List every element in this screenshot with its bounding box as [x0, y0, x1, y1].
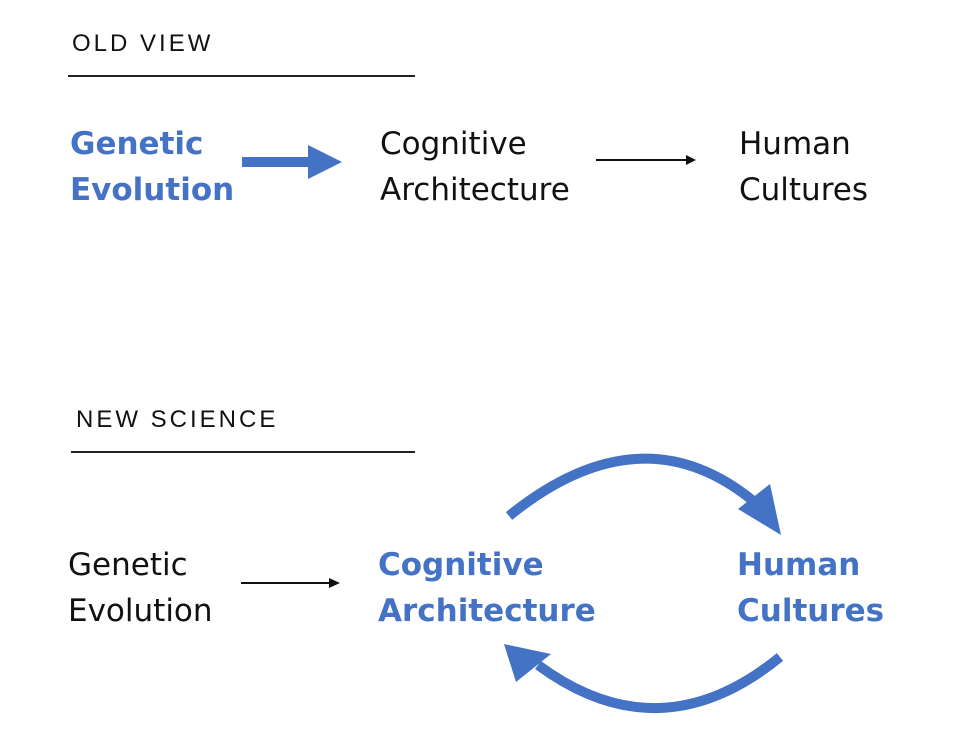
old-human-cultures-line-2: Cultures [739, 172, 868, 208]
old-genetic-evolution-line-1: Genetic [70, 126, 204, 162]
old-view-heading: OLD VIEW [72, 30, 214, 57]
new-human-cultures-line-1: Human [737, 547, 861, 583]
new-top-curved-arrow [505, 453, 781, 535]
old-thin-arrow [596, 155, 696, 165]
new-science-rule [71, 451, 415, 453]
new-human-cultures-line-2: Cultures [737, 593, 885, 629]
new-cognitive-architecture-line-1: Cognitive [378, 547, 544, 583]
new-science-heading: NEW SCIENCE [76, 406, 279, 433]
old-cognitive-architecture-line-1: Cognitive [380, 126, 527, 162]
old-genetic-evolution-line-2: Evolution [70, 172, 235, 208]
old-genetic-evolution-node: Genetic Evolution [70, 121, 234, 213]
old-cognitive-architecture-line-2: Architecture [380, 172, 570, 208]
old-thick-arrow [242, 145, 342, 179]
new-cognitive-architecture-line-2: Architecture [378, 593, 596, 629]
new-genetic-evolution-node: Genetic Evolution [68, 542, 213, 634]
new-bottom-curved-arrow [504, 644, 784, 714]
new-genetic-evolution-line-2: Evolution [68, 593, 213, 629]
old-cognitive-architecture-node: Cognitive Architecture [380, 121, 570, 213]
new-cognitive-architecture-node: Cognitive Architecture [378, 542, 596, 634]
new-thin-arrow [241, 578, 340, 588]
old-human-cultures-line-1: Human [739, 126, 851, 162]
new-human-cultures-node: Human Cultures [737, 542, 884, 634]
old-view-rule [68, 75, 415, 77]
old-human-cultures-node: Human Cultures [739, 121, 868, 213]
new-genetic-evolution-line-1: Genetic [68, 547, 188, 583]
